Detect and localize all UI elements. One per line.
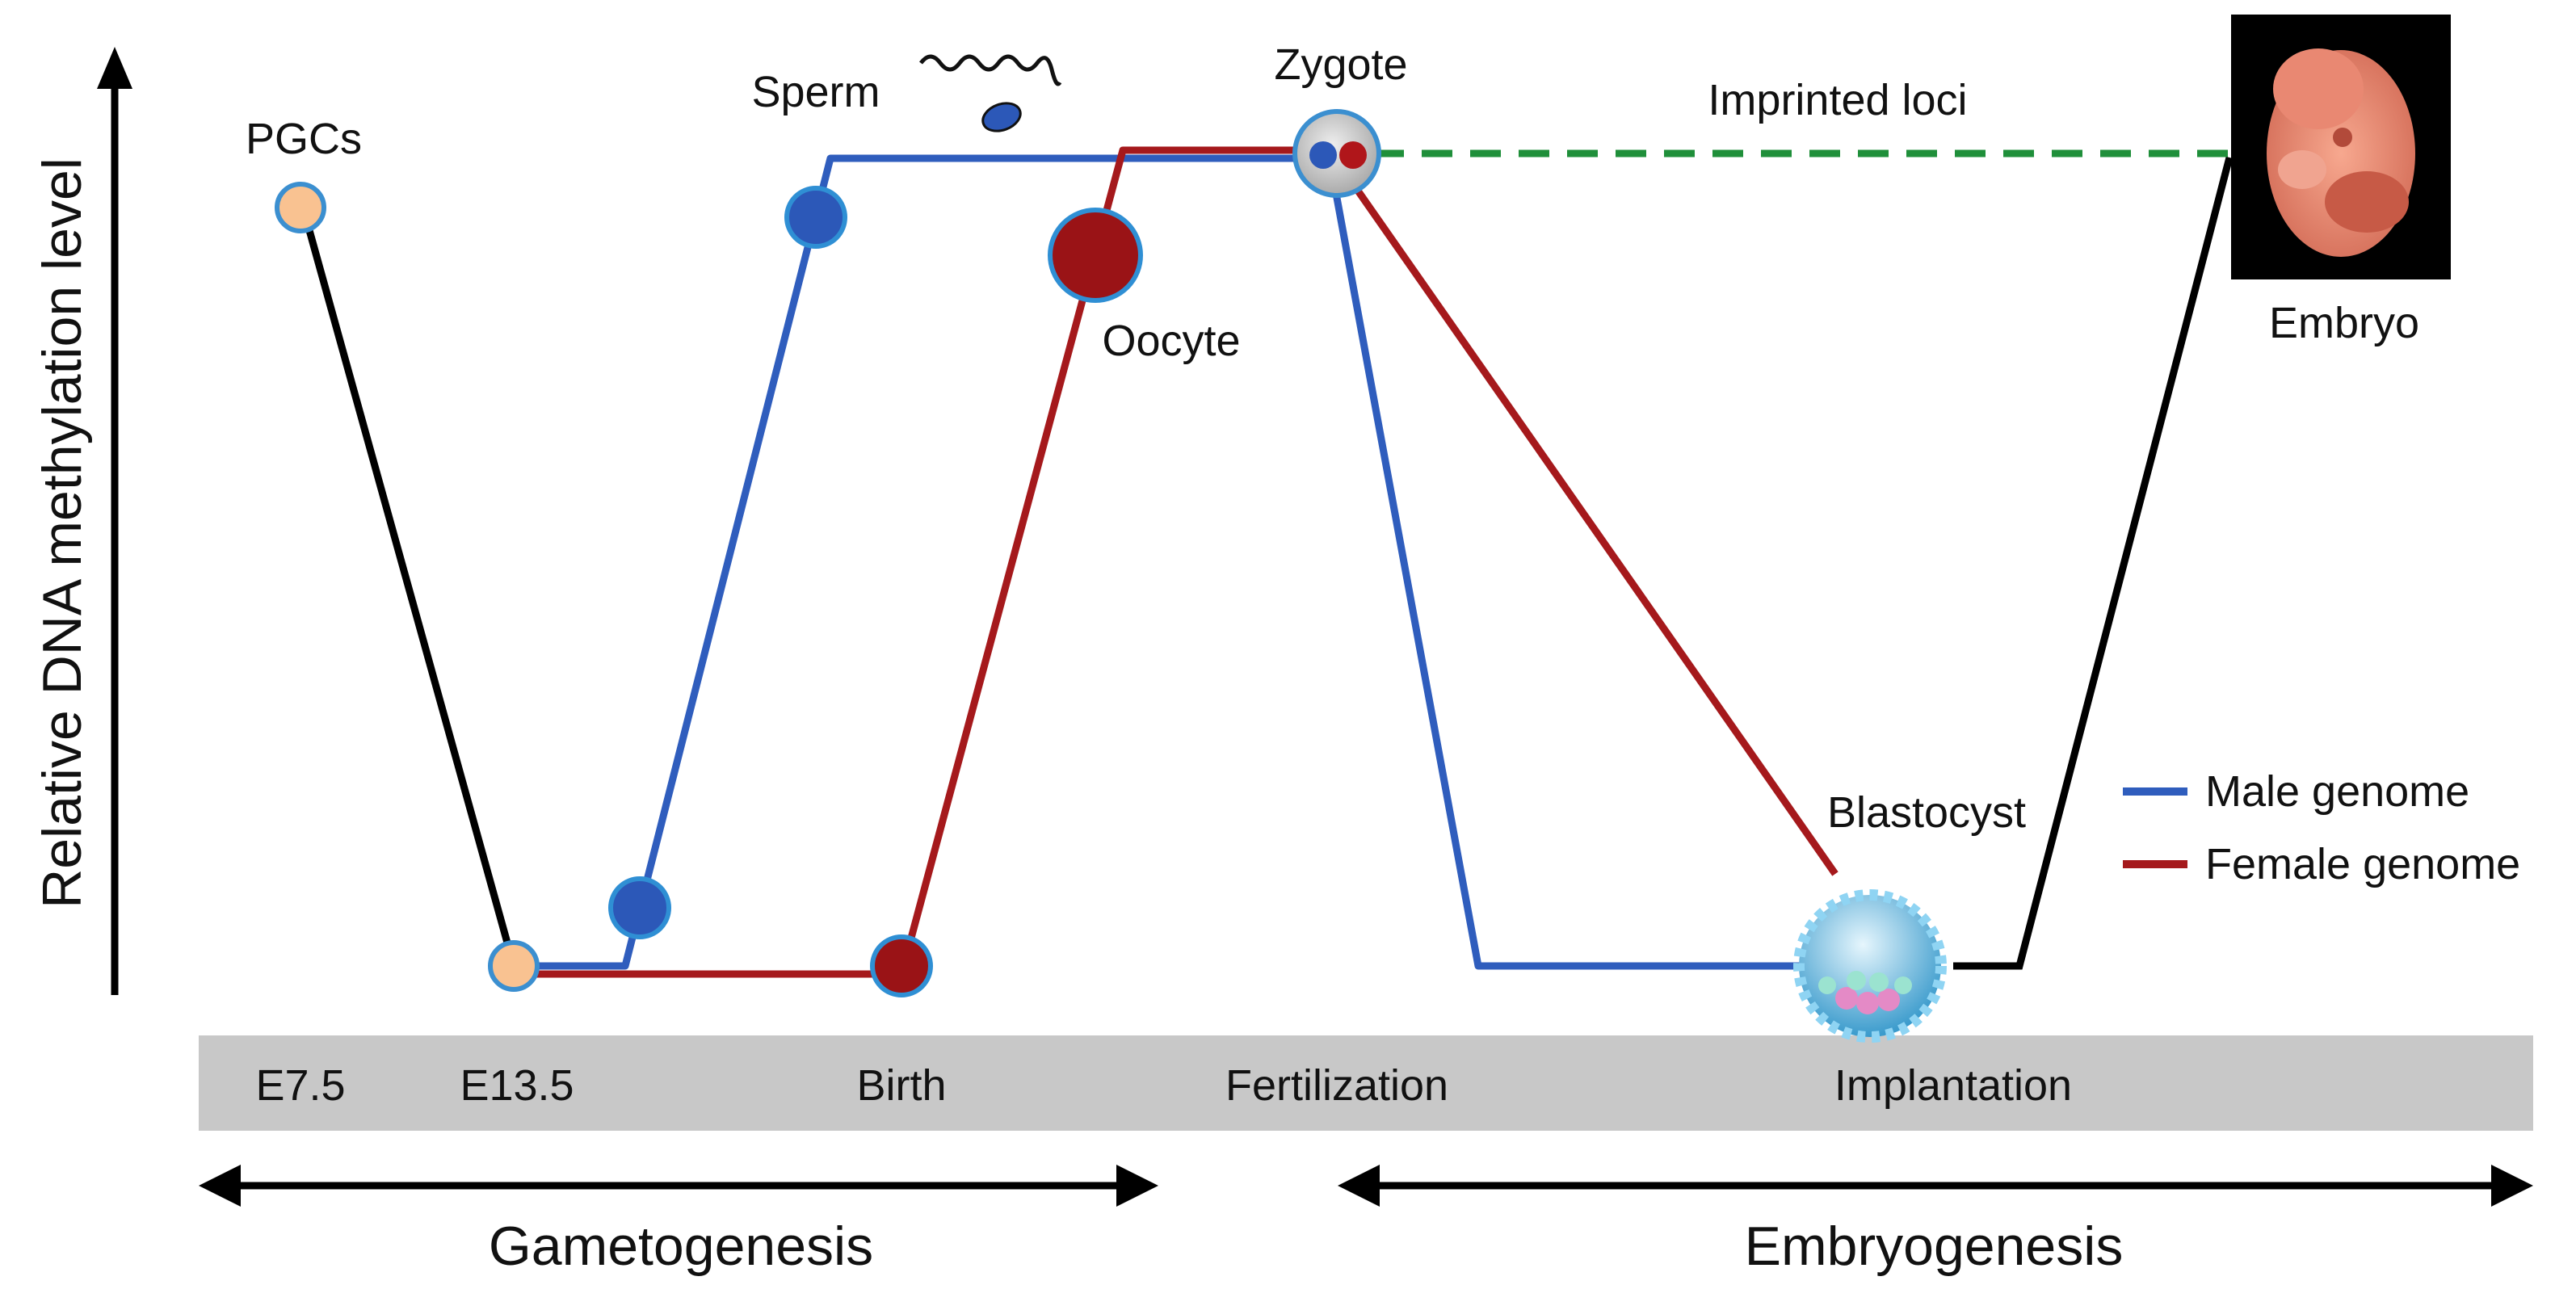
label-embryo: Embryo (2269, 299, 2419, 347)
gametogenesis-arrow (199, 1165, 1158, 1207)
y-axis (97, 47, 132, 995)
sperm-cell-marker (784, 186, 847, 249)
timeline-e7-5: E7.5 (255, 1061, 345, 1110)
timeline-birth: Birth (856, 1061, 946, 1110)
label-zygote: Zygote (1274, 40, 1407, 89)
oocyte-marker (1048, 208, 1143, 303)
oogonium-marker (870, 934, 933, 997)
embryogenesis-arrow (1338, 1165, 2533, 1207)
shared-pgc-line (300, 208, 518, 968)
male-genome-line (533, 154, 1816, 970)
label-imprinted-loci: Imprinted loci (1708, 76, 1967, 124)
label-sperm: Sperm (751, 68, 880, 116)
female-genome-line (533, 146, 1838, 978)
pgc-cell-marker (275, 182, 326, 233)
phase-gametogenesis: Gametogenesis (489, 1216, 873, 1277)
sperm-icon (919, 54, 1062, 132)
spermatocyte-marker (608, 876, 671, 939)
legend-female-label: Female genome (2205, 840, 2520, 888)
timeline-e13-5: E13.5 (460, 1061, 574, 1110)
embryo-photo-icon (2231, 15, 2451, 279)
zygote-icon (1292, 109, 1381, 198)
timeline-fertilization: Fertilization (1225, 1061, 1448, 1110)
e13-5-cell-marker (488, 940, 540, 992)
blastocyst-icon (1793, 889, 1947, 1043)
label-pgcs: PGCs (246, 115, 362, 163)
label-blastocyst: Blastocyst (1827, 788, 2026, 837)
timeline-band (199, 1035, 2533, 1131)
label-oocyte: Oocyte (1102, 317, 1240, 365)
legend: Male genome Female genome (2123, 767, 2520, 888)
phase-embryogenesis: Embryogenesis (1745, 1216, 2124, 1277)
timeline-implantation: Implantation (1834, 1061, 2072, 1110)
y-axis-label: Relative DNA methylation level (32, 157, 93, 909)
post-implantation-line (1953, 156, 2234, 970)
legend-male-label: Male genome (2205, 767, 2469, 816)
